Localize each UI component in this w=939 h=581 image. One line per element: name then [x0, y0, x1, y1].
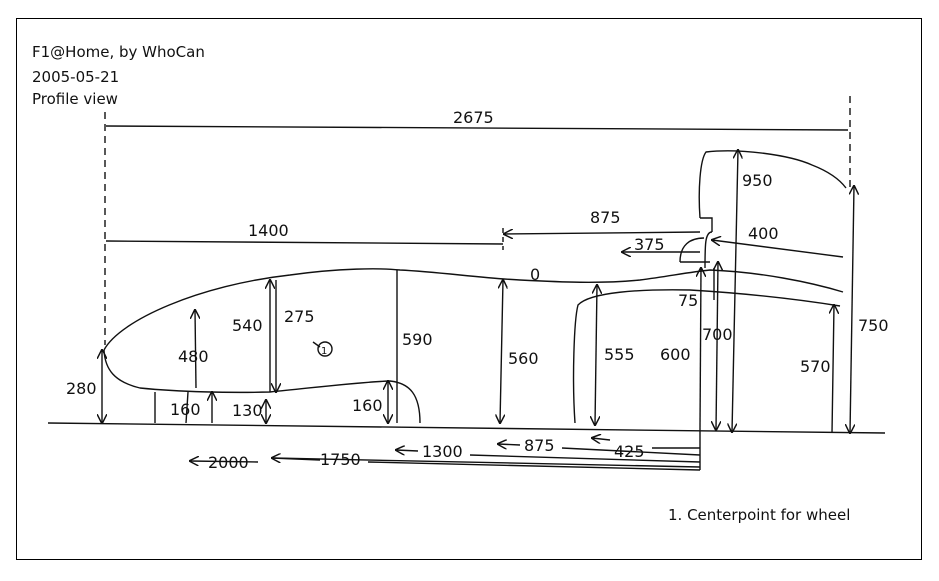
label-160-wheel: 160: [352, 396, 383, 415]
label-875-top: 875: [590, 208, 621, 227]
dim-line-600: [700, 268, 701, 429]
dim-line-425: [592, 438, 700, 449]
label-2675: 2675: [453, 108, 494, 127]
label-1400: 1400: [248, 221, 289, 240]
label-570: 570: [800, 357, 831, 376]
rear-wing-outline: [698, 150, 847, 219]
wheel-center-cross: [312, 341, 321, 348]
footnote: 1. Centerpoint for wheel: [668, 506, 851, 524]
label-425: 425: [614, 442, 645, 461]
label-wheel-marker: 1: [321, 346, 327, 357]
label-1750: 1750: [320, 450, 361, 469]
label-2000: 2000: [208, 453, 249, 472]
wheel-center-marker: [317, 341, 333, 357]
sidepod-outline: [572, 289, 841, 424]
label-1300: 1300: [422, 442, 463, 461]
header-title: F1@Home, by WhoCan: [32, 43, 205, 61]
floor-tick-2: [185, 391, 189, 424]
dim-line-2675: [105, 125, 849, 131]
dim-line-570: [832, 305, 834, 434]
label-750: 750: [858, 316, 889, 335]
label-zero: 0: [530, 265, 540, 284]
label-700: 700: [702, 325, 733, 344]
dim-line-1300: [396, 450, 701, 463]
ground-line: [47, 422, 886, 434]
dim-line-555: [595, 285, 597, 425]
label-130: 130: [232, 401, 263, 420]
dim-line-875-bottom: [498, 444, 701, 456]
dim-line-750: [850, 186, 854, 433]
dim-line-875-top: [504, 232, 701, 234]
label-480: 480: [178, 347, 209, 366]
label-600: 600: [660, 345, 691, 364]
label-275: 275: [284, 307, 315, 326]
label-375: 375: [634, 235, 665, 254]
header-date: 2005-05-21: [32, 68, 120, 86]
nose-lower-outline: [103, 349, 421, 424]
dim-line-560: [500, 280, 503, 423]
label-280: 280: [66, 379, 97, 398]
header-view: Profile view: [32, 90, 118, 108]
dim-line-480: [195, 310, 196, 389]
label-875-bottom: 875: [524, 436, 555, 455]
dim-line-1400: [105, 240, 504, 245]
label-950: 950: [742, 171, 773, 190]
label-540: 540: [232, 316, 263, 335]
label-160-floor: 160: [170, 400, 201, 419]
label-75: 75: [678, 291, 698, 310]
dim-line-700: [716, 262, 718, 430]
label-555: 555: [604, 345, 635, 364]
rear-bracket: [679, 237, 705, 263]
label-560: 560: [508, 349, 539, 368]
label-590: 590: [402, 330, 433, 349]
dim-line-950: [732, 150, 738, 432]
label-400: 400: [748, 224, 779, 243]
dim-line-1750: [272, 458, 701, 468]
rear-wing-step: [700, 217, 713, 232]
drawing-frame: [16, 18, 922, 560]
